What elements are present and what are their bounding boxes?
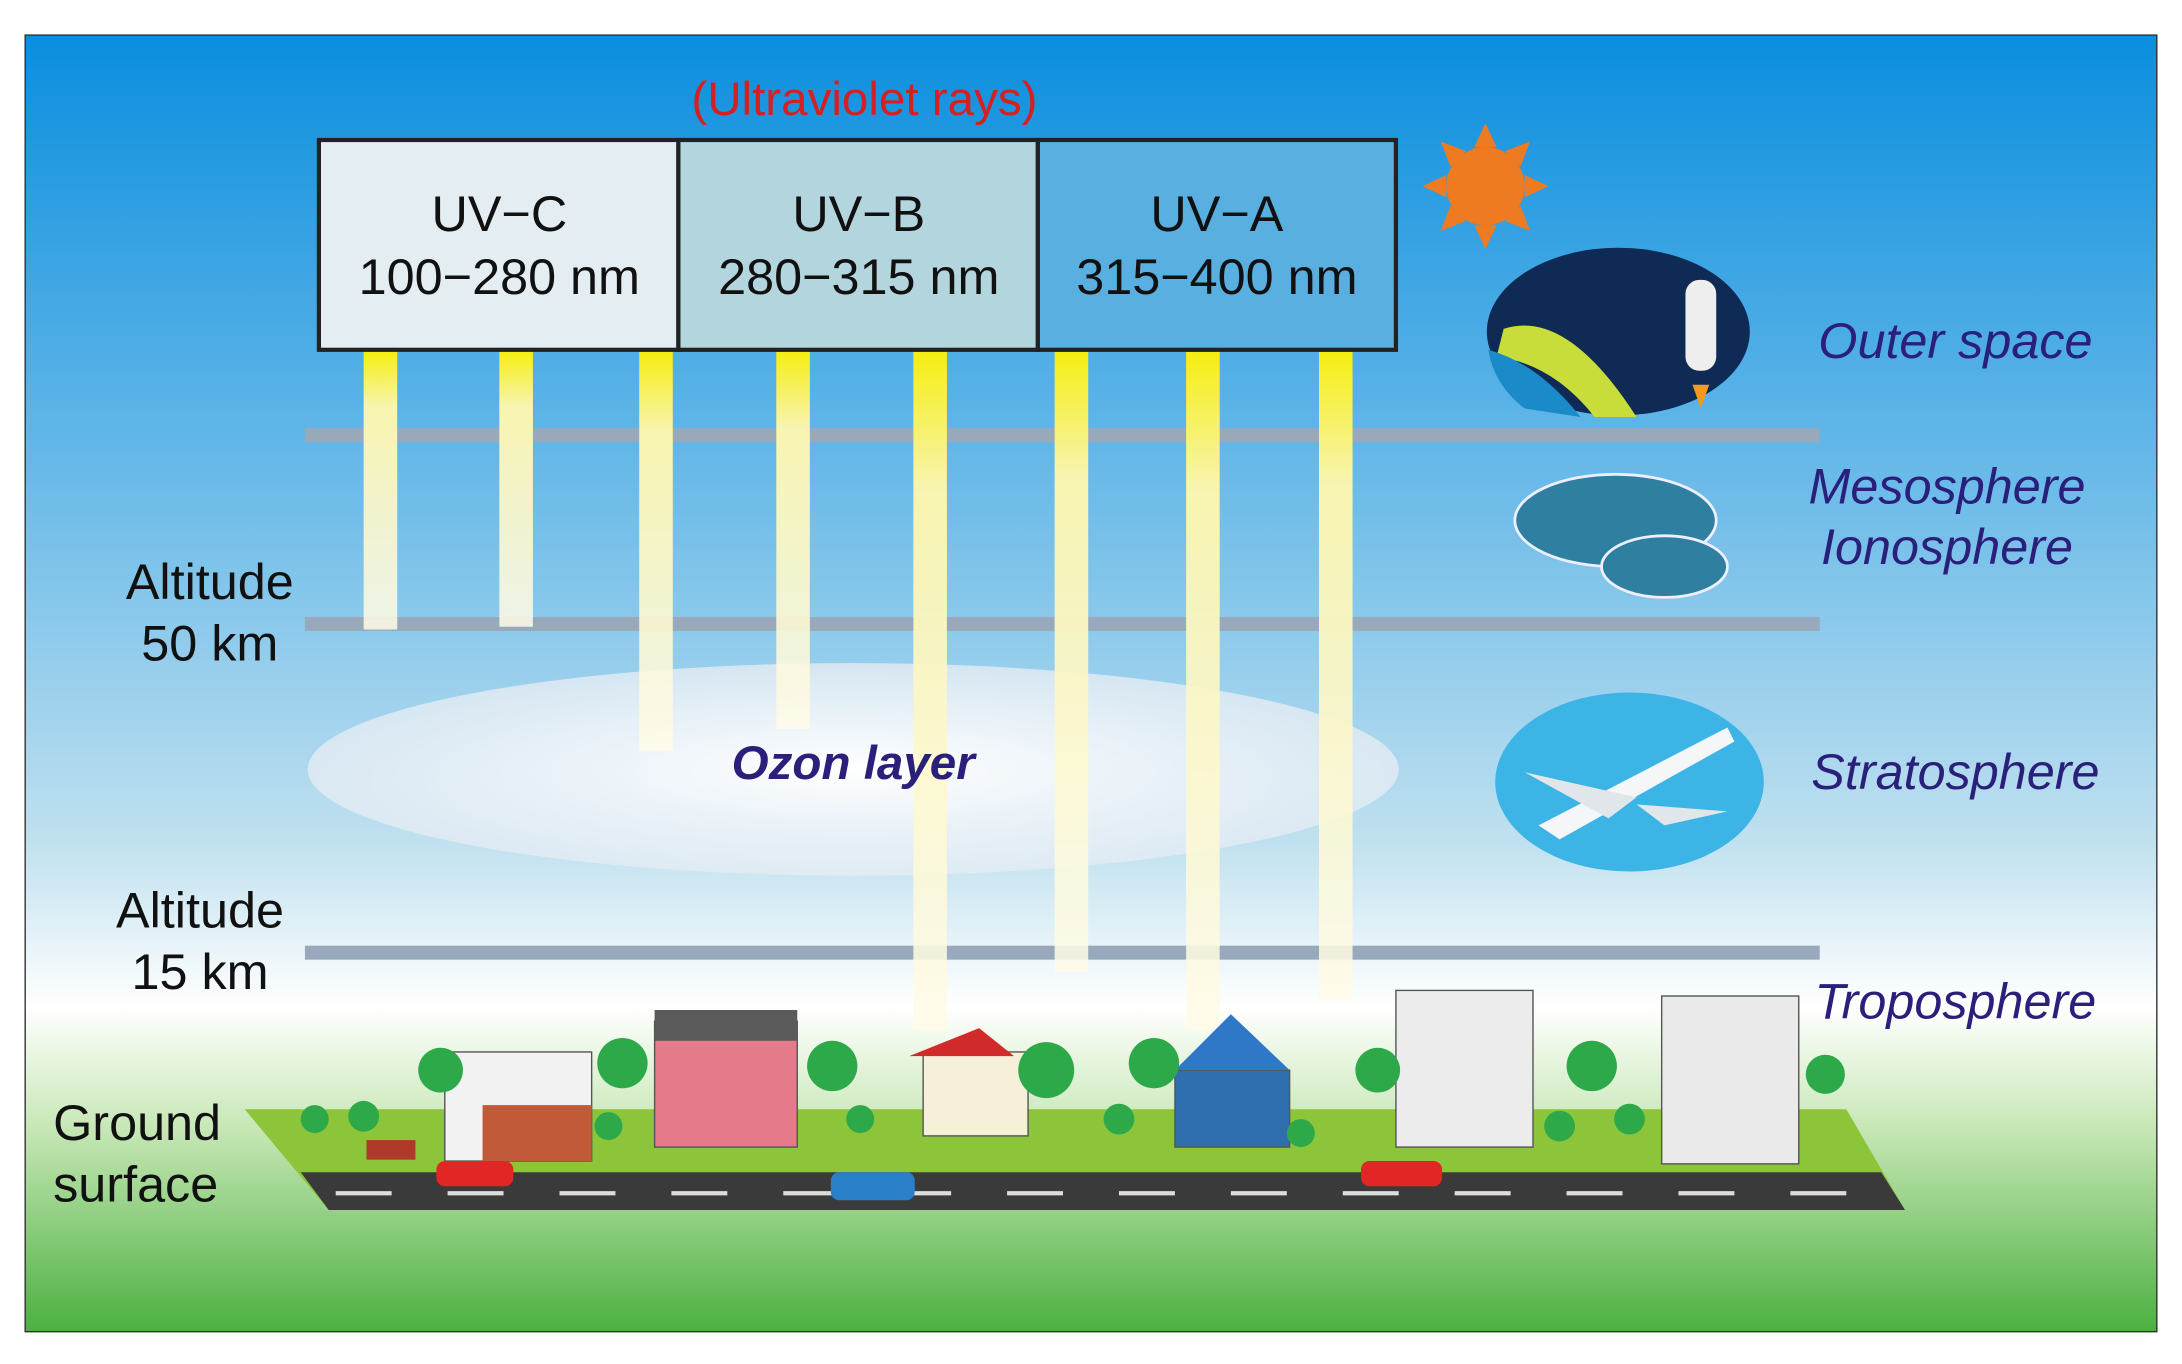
uv-c-beam — [639, 351, 673, 752]
uv-a-cell — [1035, 137, 1399, 352]
ground-line1: Ground — [53, 1094, 221, 1151]
house — [653, 1020, 798, 1148]
uv-band-table — [316, 137, 1399, 352]
uv-a-range: 315−400 nm — [1076, 248, 1357, 305]
uv-b-beam — [776, 351, 810, 729]
bench — [366, 1140, 416, 1160]
road — [300, 1172, 1906, 1211]
uv-a-beam — [1186, 351, 1220, 1030]
houses — [444, 989, 1800, 1165]
uv-beams — [363, 351, 1353, 1030]
uv-c-beam — [363, 351, 398, 630]
car — [830, 1172, 915, 1201]
layer-label-mesosphere: Mesosphere — [1808, 458, 2085, 515]
sun-icon — [1422, 123, 1549, 250]
ozone-layer-label: Ozon layer — [732, 737, 978, 790]
layer-label-outer-space: Outer space — [1818, 312, 2092, 369]
ground-line2: surface — [53, 1156, 218, 1213]
uv-c-range: 100−280 nm — [359, 248, 640, 305]
uv-b-range: 280−315 nm — [718, 248, 999, 305]
layer-label-stratosphere: Stratosphere — [1811, 743, 2099, 800]
uv-c-beam — [499, 351, 533, 627]
uv-b-cell — [676, 137, 1040, 352]
layer-label-troposphere: Troposphere — [1815, 972, 2097, 1029]
uv-a-beam — [1054, 351, 1089, 973]
uv-title: (Ultraviolet rays) — [691, 73, 1037, 126]
uv-b-name: UV−B — [792, 185, 925, 242]
airplane-icon — [1495, 692, 1764, 872]
uv-a-name: UV−A — [1150, 185, 1283, 242]
cars — [436, 1161, 1443, 1201]
house — [1395, 989, 1534, 1148]
altitude-50-line2: 50 km — [141, 614, 278, 671]
ground-scene — [244, 989, 1906, 1211]
altitude-15-line2: 15 km — [131, 943, 268, 1000]
uv-b-beam — [913, 351, 947, 1030]
altitude-50-line1: Altitude — [126, 553, 294, 610]
car — [436, 1161, 514, 1187]
layer-label-ionosphere: Ionosphere — [1821, 518, 2073, 575]
ozone-layer — [307, 663, 1399, 876]
rocket-earth-icon — [1486, 247, 1750, 417]
uv-c-name: UV−C — [431, 185, 567, 242]
altitude-15-line1: Altitude — [116, 881, 284, 938]
house — [1660, 995, 1800, 1165]
trees — [300, 1037, 1845, 1148]
cloud-icon — [1513, 472, 1729, 599]
house — [922, 1051, 1029, 1137]
house — [1174, 1069, 1291, 1148]
uv-a-beam — [1318, 351, 1353, 1001]
car — [1360, 1161, 1443, 1187]
uv-c-cell — [316, 137, 681, 352]
